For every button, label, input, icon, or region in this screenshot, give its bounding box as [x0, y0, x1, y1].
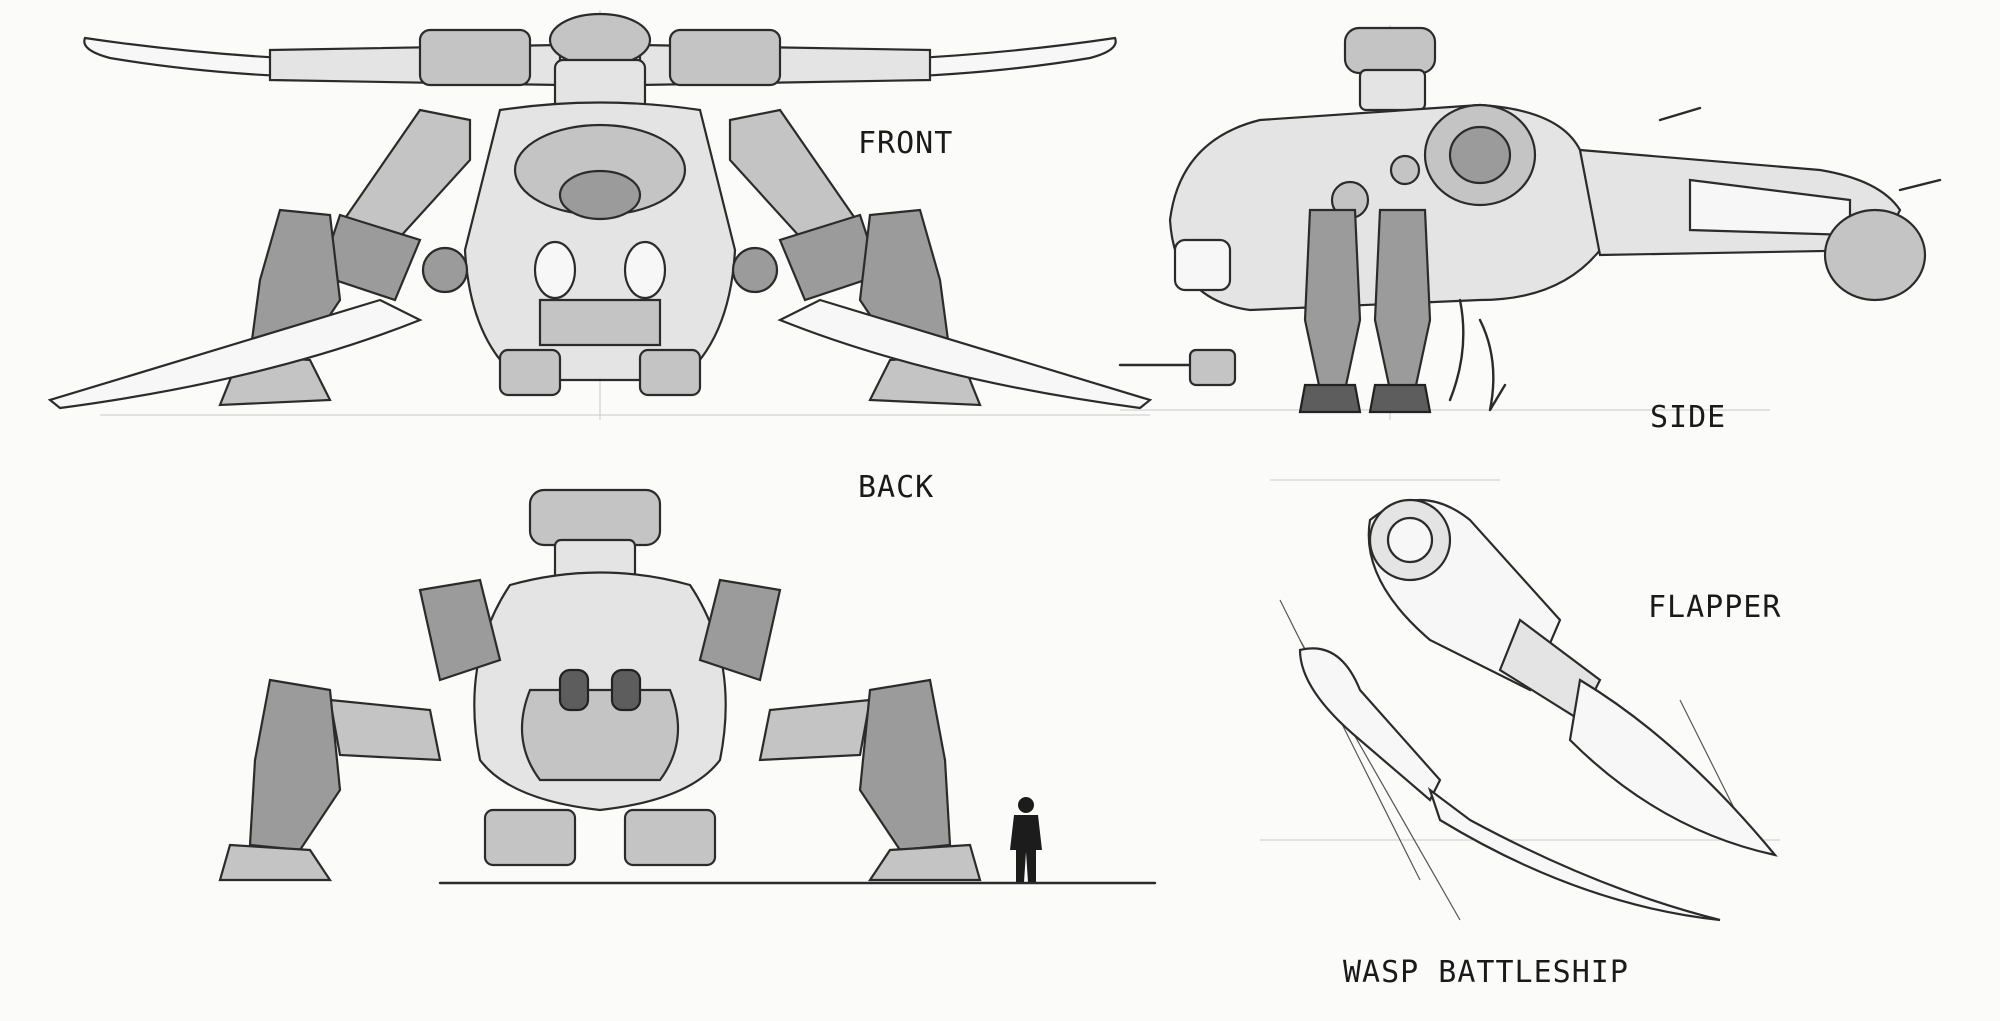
front-view-drawing [47, 10, 1153, 420]
front-label: FRONT [858, 126, 954, 161]
side-view-drawing [1118, 25, 1942, 420]
back-label: BACK [858, 470, 935, 505]
flapper-drawing [1260, 479, 1780, 922]
back-view-drawing [218, 488, 1157, 885]
side-label: SIDE [1650, 400, 1727, 435]
sheet-title: WASP BATTLESHIP [1343, 955, 1629, 990]
scale-figure [1010, 797, 1042, 882]
flapper-label: FLAPPER [1648, 590, 1782, 625]
